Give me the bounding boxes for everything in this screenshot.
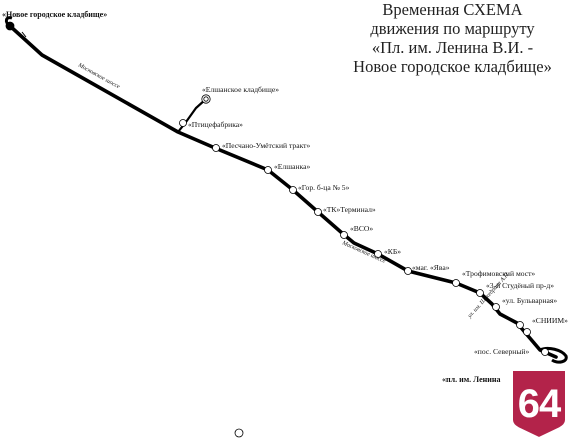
title-line-4: Новое городское кладбище» xyxy=(353,57,552,76)
stop-label-vso: «ВСО» xyxy=(350,224,373,233)
route-start-tick xyxy=(21,31,27,38)
stop-marker[interactable] xyxy=(289,186,297,194)
map-title: Временная СХЕМА движения по маршруту «Пл… xyxy=(330,0,575,76)
stop-marker[interactable] xyxy=(264,166,272,174)
stop-label-elshanka: «Елшанка» xyxy=(274,162,310,171)
badge-shield xyxy=(511,369,567,440)
title-line-1: Временная СХЕМА xyxy=(382,0,523,19)
route-number: 64 xyxy=(517,382,562,426)
stop-label-gor-bolnitsa-5: «Гор. б-ца № 5» xyxy=(298,183,350,192)
stop-label-ptitsefabrika: «Птицефабрика» xyxy=(188,120,243,129)
stop-markers xyxy=(5,21,549,438)
stop-label-ul-bulvarnaya: «ул. Бульварная» xyxy=(502,296,557,305)
stop-label-kb: «КБ» xyxy=(384,247,401,256)
stop-marker[interactable] xyxy=(516,321,524,329)
stop-marker[interactable] xyxy=(203,96,209,102)
stop-marker[interactable] xyxy=(374,250,382,258)
stop-marker[interactable] xyxy=(314,208,322,216)
route-end-loop xyxy=(539,346,568,364)
stop-marker[interactable] xyxy=(492,303,500,311)
stop-label-novoe-kladbishche: «Новое городское кладбище» xyxy=(2,10,107,19)
stop-label-peschano-umetskiy: «Песчано-Умётский тракт» xyxy=(222,141,311,150)
stop-label-pl-lenina: «пл. им. Ленина xyxy=(442,375,500,384)
stop-marker[interactable] xyxy=(476,289,484,297)
stop-marker[interactable] xyxy=(523,328,531,336)
stop-label-elshanskoe-kladbishche: «Елшанское кладбище» xyxy=(202,85,279,94)
stop-marker[interactable] xyxy=(212,144,220,152)
title-line-2: движения по маршруту xyxy=(370,19,535,38)
stop-label-mag-yava: «маг. «Ява» xyxy=(412,263,450,272)
stop-marker[interactable] xyxy=(5,21,15,31)
stop-marker[interactable] xyxy=(234,428,244,438)
stop-marker[interactable] xyxy=(452,279,460,287)
stop-label-3-studenyy: «3-й Студёный пр-д» xyxy=(486,281,554,290)
stop-marker[interactable] xyxy=(541,348,549,356)
stop-label-trofimovskiy-most: «Трофимовский мост» xyxy=(462,269,535,278)
route-number-badge xyxy=(511,369,567,440)
stop-label-sniim: «СНИИМ» xyxy=(532,316,568,325)
stop-label-tk-terminal: «ТК»Терминал» xyxy=(323,205,376,214)
stop-label-pos-severnyy: «пос. Северный» xyxy=(474,347,529,356)
title-line-3: «Пл. им. Ленина В.И. - xyxy=(371,38,534,57)
stop-marker[interactable] xyxy=(340,231,348,239)
stop-marker[interactable] xyxy=(179,119,187,127)
stop-marker[interactable] xyxy=(404,267,412,275)
